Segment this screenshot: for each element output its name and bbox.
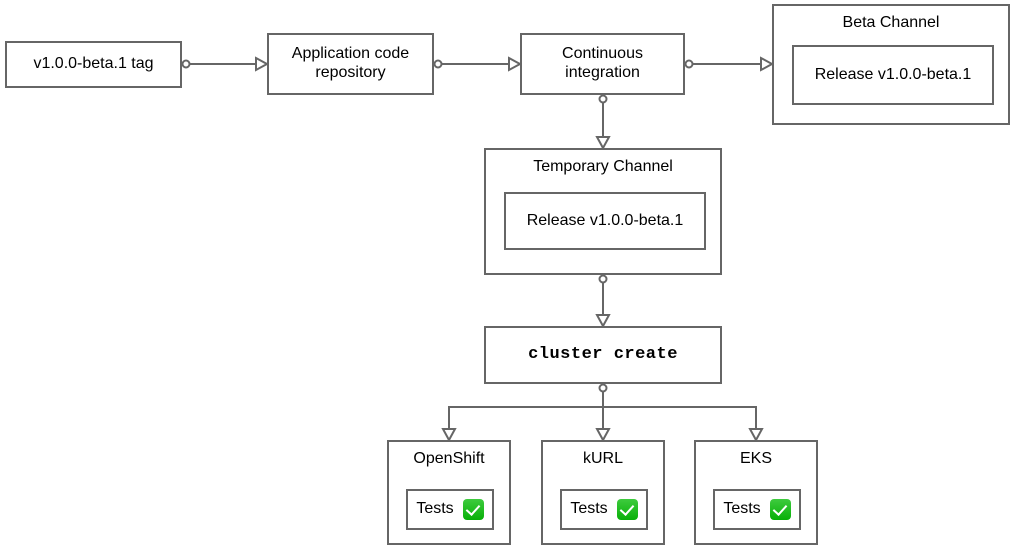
node-platform-openshift-tests-label: Tests [416, 500, 454, 518]
node-platform-kurl-tests-label: Tests [570, 500, 608, 518]
node-application-code-repository-label: Application code repository [291, 45, 410, 81]
node-platform-eks[interactable]: EKS Tests [694, 440, 818, 545]
node-cluster-create[interactable]: cluster create [484, 326, 722, 384]
node-temporary-channel[interactable]: Temporary Channel Release v1.0.0-beta.1 [484, 148, 722, 275]
node-beta-channel[interactable]: Beta Channel Release v1.0.0-beta.1 [772, 4, 1010, 125]
node-beta-channel-release-label: Release v1.0.0-beta.1 [814, 65, 972, 83]
node-platform-eks-tests[interactable]: Tests [713, 489, 801, 530]
node-continuous-integration-label: Continuous integration [562, 45, 643, 81]
check-mark-button-icon [616, 499, 638, 520]
node-application-code-repository[interactable]: Application code repository [267, 33, 434, 95]
node-platform-openshift-label: OpenShift [413, 450, 485, 467]
node-tag-label: v1.0.0-beta.1 tag [33, 55, 154, 73]
edge-temporary-channel-to-cluster-create [595, 274, 611, 329]
node-platform-kurl-label: kURL [582, 450, 623, 467]
check-mark-button-icon [769, 499, 791, 520]
node-temporary-channel-release[interactable]: Release v1.0.0-beta.1 [504, 192, 706, 250]
node-tag[interactable]: v1.0.0-beta.1 tag [5, 41, 182, 88]
edge-ci-to-beta-channel [684, 56, 775, 72]
node-platform-eks-label: EKS [739, 450, 772, 467]
node-platform-eks-tests-label: Tests [723, 500, 761, 518]
edge-repo-to-ci [433, 56, 523, 72]
edge-cluster-create-to-platforms [441, 383, 764, 443]
node-platform-openshift[interactable]: OpenShift Tests [387, 440, 511, 545]
node-beta-channel-release[interactable]: Release v1.0.0-beta.1 [792, 45, 994, 105]
node-platform-kurl-tests[interactable]: Tests [560, 489, 648, 530]
node-cluster-create-label: cluster create [528, 344, 678, 364]
node-temporary-channel-label: Temporary Channel [533, 158, 673, 175]
node-platform-openshift-tests[interactable]: Tests [406, 489, 494, 530]
node-temporary-channel-release-label: Release v1.0.0-beta.1 [526, 211, 684, 229]
check-mark-button-icon [462, 499, 484, 520]
edge-ci-to-temporary-channel [595, 94, 611, 151]
node-platform-kurl[interactable]: kURL Tests [541, 440, 665, 545]
edge-tag-to-repo [181, 56, 270, 72]
node-continuous-integration[interactable]: Continuous integration [520, 33, 685, 95]
node-beta-channel-label: Beta Channel [842, 14, 940, 31]
